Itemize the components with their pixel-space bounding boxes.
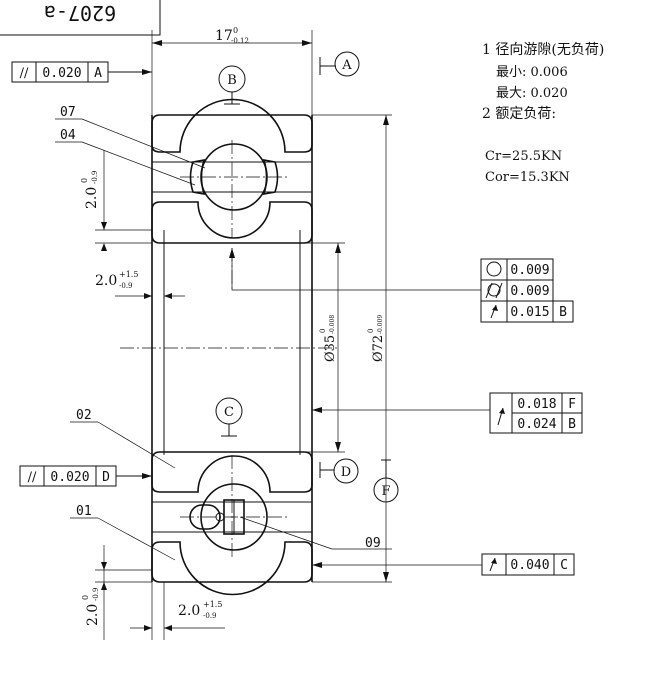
bottom-chamfer-up: +1.5 (203, 600, 222, 609)
bottom-chamfer-val: 2.0 (178, 603, 200, 619)
note-1a: 最小: 0.006 (496, 65, 568, 80)
mid-chamfer-low: -0.9 (119, 282, 133, 290)
circularity-val: 0.009 (510, 263, 549, 278)
part-labels-lower: 01 09 (70, 504, 392, 561)
lower-chamfer-up: 0 (81, 595, 90, 600)
bot-par-val: 0.020 (50, 470, 89, 485)
lower-chamfer-dims: 2.0 0 -0.9 2.0 +1.5 -0.9 (81, 545, 225, 640)
datum-b-label: B (227, 73, 237, 88)
fcf-top-parallelism: // 0.020 A (11, 61, 152, 83)
bot-par-ref: D (102, 470, 110, 485)
mid-chamfer-val: 2.0 (95, 273, 117, 289)
datum-f: F (373, 459, 399, 503)
top-par-sym: // (20, 66, 29, 81)
upper-chamfer-low: -0.9 (91, 171, 99, 185)
od-runout-ref1: F (568, 397, 576, 412)
fcf-bore-form: 0.009 0.009 0.015 B (229, 248, 574, 323)
part-number: 6207-a (44, 1, 116, 25)
part-07: 07 (60, 105, 76, 120)
runout-ref: B (559, 305, 567, 320)
datum-a-label: A (341, 58, 352, 73)
od-tol-low: -0.009 (377, 315, 384, 334)
title-block: 6207-a (0, 0, 161, 36)
upper-inner-ring (151, 201, 313, 244)
lower-outer-ring (151, 541, 313, 596)
lower-ball (200, 483, 268, 551)
fcf-bottom-parallelism: // 0.020 D (19, 465, 152, 487)
upper-chamfer-up: 0 (80, 178, 89, 183)
datum-c: C (215, 397, 243, 437)
od-runout-val2: 0.024 (517, 417, 556, 432)
fcf-outer-runout: 0.018 F 0.024 B (312, 392, 583, 434)
datum-b: B (218, 65, 246, 105)
bottom-chamfer-low: -0.9 (203, 612, 217, 620)
od-runout-ref2: B (568, 417, 576, 432)
face-runout-ref: C (560, 558, 568, 573)
cylindricity-val: 0.009 (510, 284, 549, 299)
part-04: 04 (60, 128, 76, 143)
part-labels-upper: 07 04 (55, 105, 206, 186)
lower-chamfer-low: -0.9 (92, 588, 100, 602)
datum-f-label: F (381, 484, 390, 499)
bot-par-sym: // (28, 470, 37, 485)
od-runout-val1: 0.018 (517, 397, 556, 412)
upper-chamfer-val: 2.0 (84, 187, 100, 209)
datum-a: A (319, 51, 360, 77)
part-01: 01 (76, 504, 92, 519)
note-cr: Cr=25.5KN (485, 149, 562, 164)
diameter-dims: Ø35 0 -0.008 Ø72 0 -0.009 (300, 114, 392, 583)
width-dimension: 17 0 -0.12 (151, 26, 313, 115)
width-value: 17 (215, 28, 233, 44)
upper-chamfer-dims: 2.0 0 -0.9 2.0 +1.5 -0.9 (80, 150, 185, 299)
width-tol-low: -0.12 (231, 37, 249, 45)
upper-outer-ring (151, 98, 313, 153)
note-1: 1 径向游隙(无负荷) (482, 42, 604, 58)
part-02: 02 (76, 408, 92, 423)
datum-d: D (319, 458, 359, 484)
part-label-02: 02 (70, 408, 176, 469)
face-runout-val: 0.040 (510, 558, 549, 573)
lower-chamfer-val: 2.0 (85, 604, 101, 626)
od-value: Ø72 (371, 335, 386, 362)
fcf-face-runout: 0.040 C (312, 553, 575, 576)
bore-tol-up: 0 (319, 329, 327, 333)
note-cor: Cor=15.3KN (485, 170, 570, 185)
note-2: 2 额定负荷: (482, 106, 556, 122)
width-tol-up: 0 (233, 26, 238, 35)
datum-d-label: D (341, 465, 351, 480)
note-1b: 最大: 0.020 (496, 86, 568, 101)
bore-value: Ø35 (323, 335, 338, 362)
part-09: 09 (365, 536, 381, 551)
technical-notes: 1 径向游隙(无负荷) 最小: 0.006 最大: 0.020 2 额定负荷: … (482, 42, 604, 185)
top-par-val: 0.020 (42, 66, 81, 81)
top-par-ref: A (94, 66, 102, 81)
mid-chamfer-up: +1.5 (119, 270, 138, 279)
od-tol-up: 0 (367, 329, 375, 333)
runout-val: 0.015 (510, 305, 549, 320)
bore-tol-low: -0.008 (329, 315, 336, 334)
bearing-section (120, 98, 340, 596)
lower-inner-ring (151, 451, 313, 493)
datum-c-label: C (224, 405, 234, 420)
